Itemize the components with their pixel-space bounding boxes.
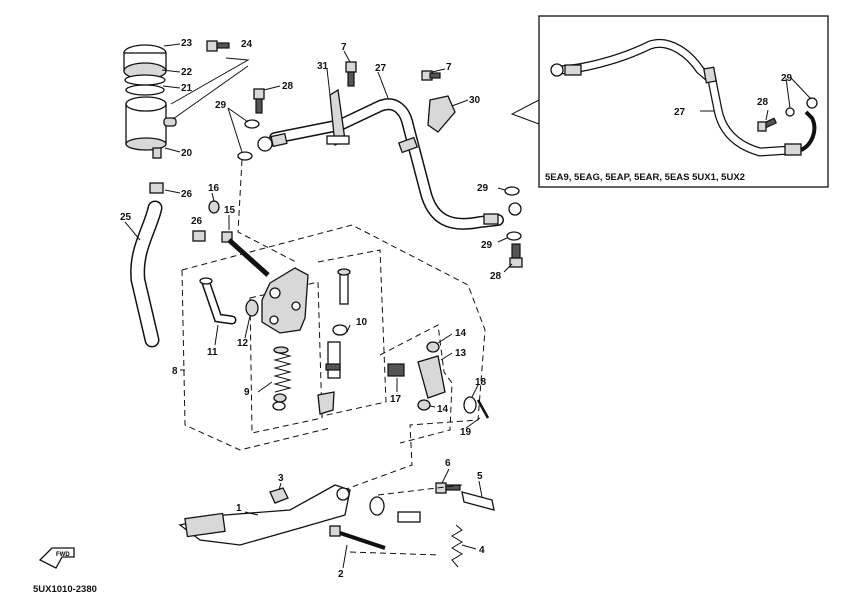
callout-29-inset: 29 [781,73,793,84]
callout-3: 3 [278,473,284,484]
washer-18 [463,396,477,414]
master-cylinder-body [261,267,309,334]
callout-28-right: 28 [490,271,502,282]
callout-14-upper: 14 [455,328,467,339]
bracket-5 [461,491,495,511]
callout-22: 22 [181,67,193,78]
clip-26-mid [192,230,206,242]
assembly-outline-spring [249,281,323,434]
callout-1: 1 [236,503,242,514]
callout-7-b: 7 [446,62,452,73]
callout-29-right-a: 29 [477,183,489,194]
callout-27-inset: 27 [674,107,686,118]
callout-25: 25 [120,212,132,223]
fwd-label: FWD [56,552,70,558]
callout-28-upper: 28 [282,81,294,92]
callout-29-right-b: 29 [481,240,493,251]
callout-9: 9 [244,387,250,398]
inset-caption: 5EA9, 5EAG, 5EAP, 5EAR, 5EAS 5UX1, 5UX2 [545,172,745,183]
bolt-2 [329,525,386,550]
callout-16: 16 [208,183,220,194]
callout-15: 15 [224,205,236,216]
callout-19: 19 [460,427,472,438]
nut-3 [269,487,289,504]
callout-28-inset: 28 [757,97,769,108]
callout-5: 5 [477,471,483,482]
callout-24: 24 [241,39,253,50]
hose-clamp-31 [326,88,350,147]
brake-hose [257,98,522,230]
callout-23: 23 [181,38,193,49]
callout-7-a: 7 [341,42,347,53]
bolt-28-right [509,243,523,268]
callout-8: 8 [172,366,178,377]
callout-18: 18 [475,377,487,388]
bolt-7-a [345,61,357,87]
reservoir-assembly [123,44,177,194]
piston-kit-10 [317,268,351,415]
callout-14-lower: 14 [437,404,449,415]
callout-17: 17 [390,394,402,405]
cotter-pin-19 [476,399,490,419]
bolt-28-upper [253,88,265,114]
washer-29-lower [237,151,253,161]
o-ring-12 [245,299,259,317]
inset-panel [510,15,829,188]
spring-9 [272,346,292,411]
callout-21: 21 [181,83,193,94]
bolt-7-b [421,70,441,81]
callout-10: 10 [356,317,368,328]
reservoir-hose [130,200,163,348]
callout-31: 31 [317,61,329,72]
hose-guide-30 [427,95,456,133]
callout-29-upper: 29 [215,100,227,111]
callout-30: 30 [469,95,481,106]
joint-pipe-11 [199,277,237,325]
brake-pedal-1 [178,484,351,546]
bolt-15 [221,231,270,277]
clevis-13 [387,341,446,411]
callout-labels: 23 22 21 20 26 24 28 29 31 7 27 7 30 29 … [120,38,793,580]
leader-lines [124,43,513,569]
pivot-shaft [397,511,421,523]
callout-2: 2 [338,569,344,580]
callout-20: 20 [181,148,193,159]
pivot-washer [369,496,385,516]
callout-26-upper: 26 [181,189,193,200]
forward-arrow-icon: FWD [38,547,75,569]
return-spring-4 [451,524,463,568]
washer-29-right-a [504,186,520,196]
callout-11: 11 [207,347,218,358]
bolt-24 [206,40,230,52]
callout-26-mid: 26 [191,216,203,227]
callout-27: 27 [375,63,387,74]
callout-13: 13 [455,348,467,359]
figure-code: 5UX1010-2380 [33,584,97,595]
washer-29-upper [244,119,260,129]
callout-12: 12 [237,338,249,349]
callout-4: 4 [479,545,485,556]
washer-29-right-b [506,231,522,241]
callout-6: 6 [445,458,451,469]
cap-16 [208,200,220,214]
